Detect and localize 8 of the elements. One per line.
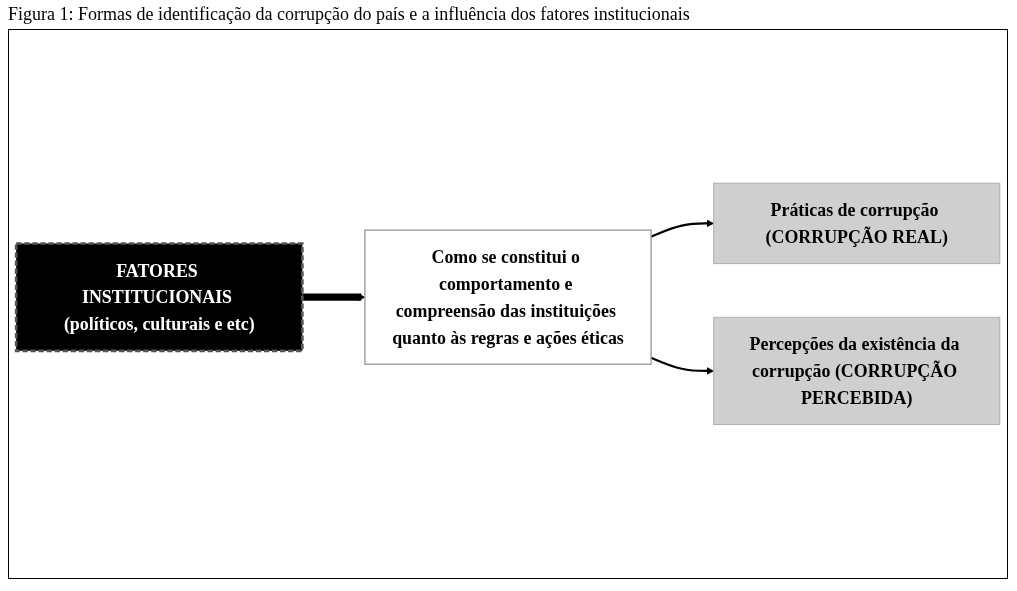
node-box: Percepções da existência da corrupção (CORRUPÇÃO PERCEBIDA) <box>713 316 1001 426</box>
node-box: Como se constitui o comportamento e compreensão das instituições quanto às regras e ações éticas <box>364 229 652 366</box>
node-box: Práticas de corrupção (CORRUPÇÃO REAL) <box>713 182 1001 265</box>
arrow <box>302 293 366 302</box>
figure-title: Figura 1: Formas de identificação da corrupção do país e a influência dos fatores institucionais <box>7 3 691 26</box>
arrow <box>650 356 715 375</box>
arrow <box>650 219 715 238</box>
node-box: FATORES INSTITUCIONAIS (políticos, culturais e etc) <box>14 242 304 353</box>
